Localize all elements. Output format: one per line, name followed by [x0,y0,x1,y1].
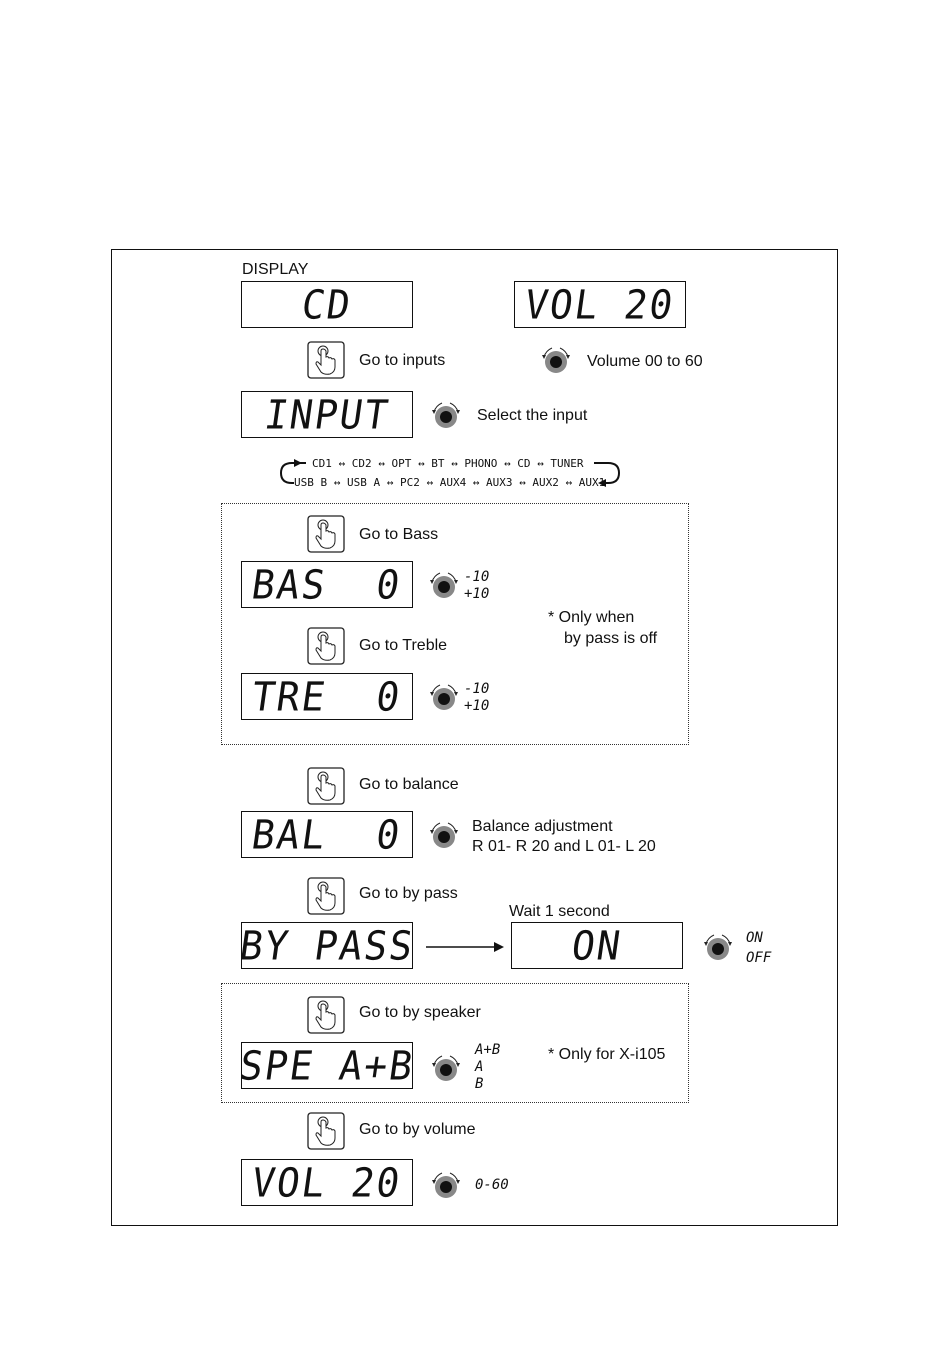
volume-range-label: Volume 00 to 60 [587,353,703,370]
bass-range: -10+10 [464,569,490,602]
lcd-input: INPUT [241,391,413,438]
speaker-note: * Only for X-i105 [548,1046,666,1063]
hand-press-icon [307,515,345,553]
go-to-balance-label: Go to balance [359,776,459,793]
display-label: DISPLAY [242,261,309,278]
hand-press-icon [307,767,345,805]
hand-press-icon [307,627,345,665]
lcd-balance: BAL 0 [241,811,413,858]
go-to-treble-label: Go to Treble [359,637,448,654]
lcd-vol-bottom: VOL 20 [241,1159,413,1206]
hand-press-icon [307,1112,345,1150]
lcd-speaker: SPE A+B [236,1042,418,1089]
lcd-on: ON [511,922,683,969]
input-cycle-arrows [279,459,621,487]
hand-press-icon [307,341,345,379]
rotary-knob-icon [431,402,461,429]
lcd-cd: CD [241,281,413,328]
lcd-treble: TRE 0 [241,673,413,720]
input-chain-bottom: USB B ↔ USB A ↔ PC2 ↔ AUX4 ↔ AUX3 ↔ AUX2… [294,476,606,489]
rotary-knob-icon [703,934,733,961]
rotary-knob-icon [431,1172,461,1199]
rotary-knob-icon [429,822,459,849]
go-to-bypass-label: Go to by pass [359,885,458,902]
rotary-knob-icon [429,572,459,599]
go-to-inputs-label: Go to inputs [359,352,446,369]
lcd-bass: BAS 0 [241,561,413,608]
volume-range-bottom: 0-60 [475,1177,509,1193]
lcd-vol-top: VOL 20 [514,281,686,328]
treble-range: -10+10 [464,681,490,714]
hand-press-icon [307,996,345,1034]
go-to-volume-label: Go to by volume [359,1121,476,1138]
go-to-speaker-label: Go to by speaker [359,1004,481,1021]
select-input-label: Select the input [477,407,588,424]
diagram-frame [111,249,838,1226]
hand-press-icon [307,877,345,915]
go-to-bass-label: Go to Bass [359,526,439,543]
input-chain-top: CD1 ↔ CD2 ↔ OPT ↔ BT ↔ PHONO ↔ CD ↔ TUNE… [312,457,584,470]
lcd-bypass: BY PASS [236,922,418,969]
tone-section-box [221,503,689,745]
arrow-right-icon [426,942,504,952]
speaker-section-box [221,983,689,1103]
rotary-knob-icon [429,684,459,711]
wait-label: Wait 1 second [509,903,610,920]
rotary-knob-icon [541,347,571,374]
rotary-knob-icon [431,1055,461,1082]
